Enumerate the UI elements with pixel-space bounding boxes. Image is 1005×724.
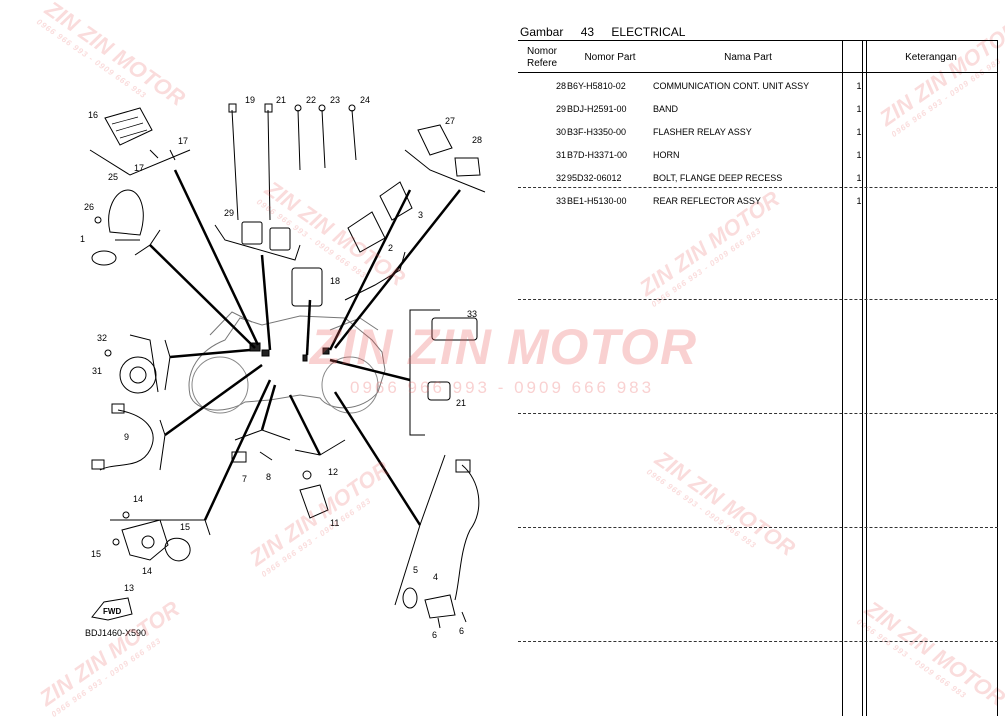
callout-19: 21 [456,398,466,408]
callout-4: 4 [433,572,438,582]
header-part-name: Nama Part [724,52,772,63]
diagram-code: BDJ1460-X590 [85,628,147,638]
callout-7: 7 [242,474,247,484]
callout-16: 16 [88,110,98,120]
section-title: ELECTRICAL [611,25,686,39]
callout-21: 19 [245,95,255,105]
callout-2: 2 [388,243,393,253]
callout-30: 29 [224,208,234,218]
header-part-no: Nomor Part [584,52,636,63]
callout-12: 13 [124,583,134,593]
callout-26: 25 [108,172,118,182]
callout-17-b: 17 [134,163,144,173]
callout-22: 21 [276,95,286,105]
callout-18: 18 [330,276,340,286]
callout-6-b: 6 [459,626,464,636]
page-title: Gambar 43 ELECTRICAL [520,25,699,39]
callout-1: 1 [80,234,85,244]
callout-24: 23 [330,95,340,105]
callout-8: 8 [266,472,271,482]
callout-28: 27 [445,116,455,126]
callout-29: 28 [472,135,482,145]
callout-31: 31 [92,366,102,376]
callout-13: 14 [142,566,152,576]
callout-25: 24 [360,95,370,105]
callout-32: 32 [97,333,107,343]
callout-23: 22 [306,95,316,105]
callout-10: 11 [330,518,339,528]
callout-9: 9 [124,432,129,442]
callout-27: 26 [84,202,94,212]
callout-5: 5 [413,565,418,575]
callout-14-a: 14 [133,494,143,504]
callout-6-a: 6 [432,630,437,640]
callout-14-b: 15 [91,549,101,559]
callout-17-a: 17 [178,136,188,146]
callout-3: 3 [418,210,423,220]
parts-diagram: 16 17 17 25 26 1 19 21 22 23 24 29 18 27… [80,95,486,640]
figure-label: Gambar [520,25,564,39]
motorcycle-outline [188,315,386,411]
fwd-label: FWD [103,607,121,616]
header-remarks: Keterangan [905,52,957,63]
callout-15: 15 [180,522,190,532]
figure-number: 43 [580,25,595,39]
callout-33: 33 [467,309,477,319]
callout-11: 12 [328,467,338,477]
